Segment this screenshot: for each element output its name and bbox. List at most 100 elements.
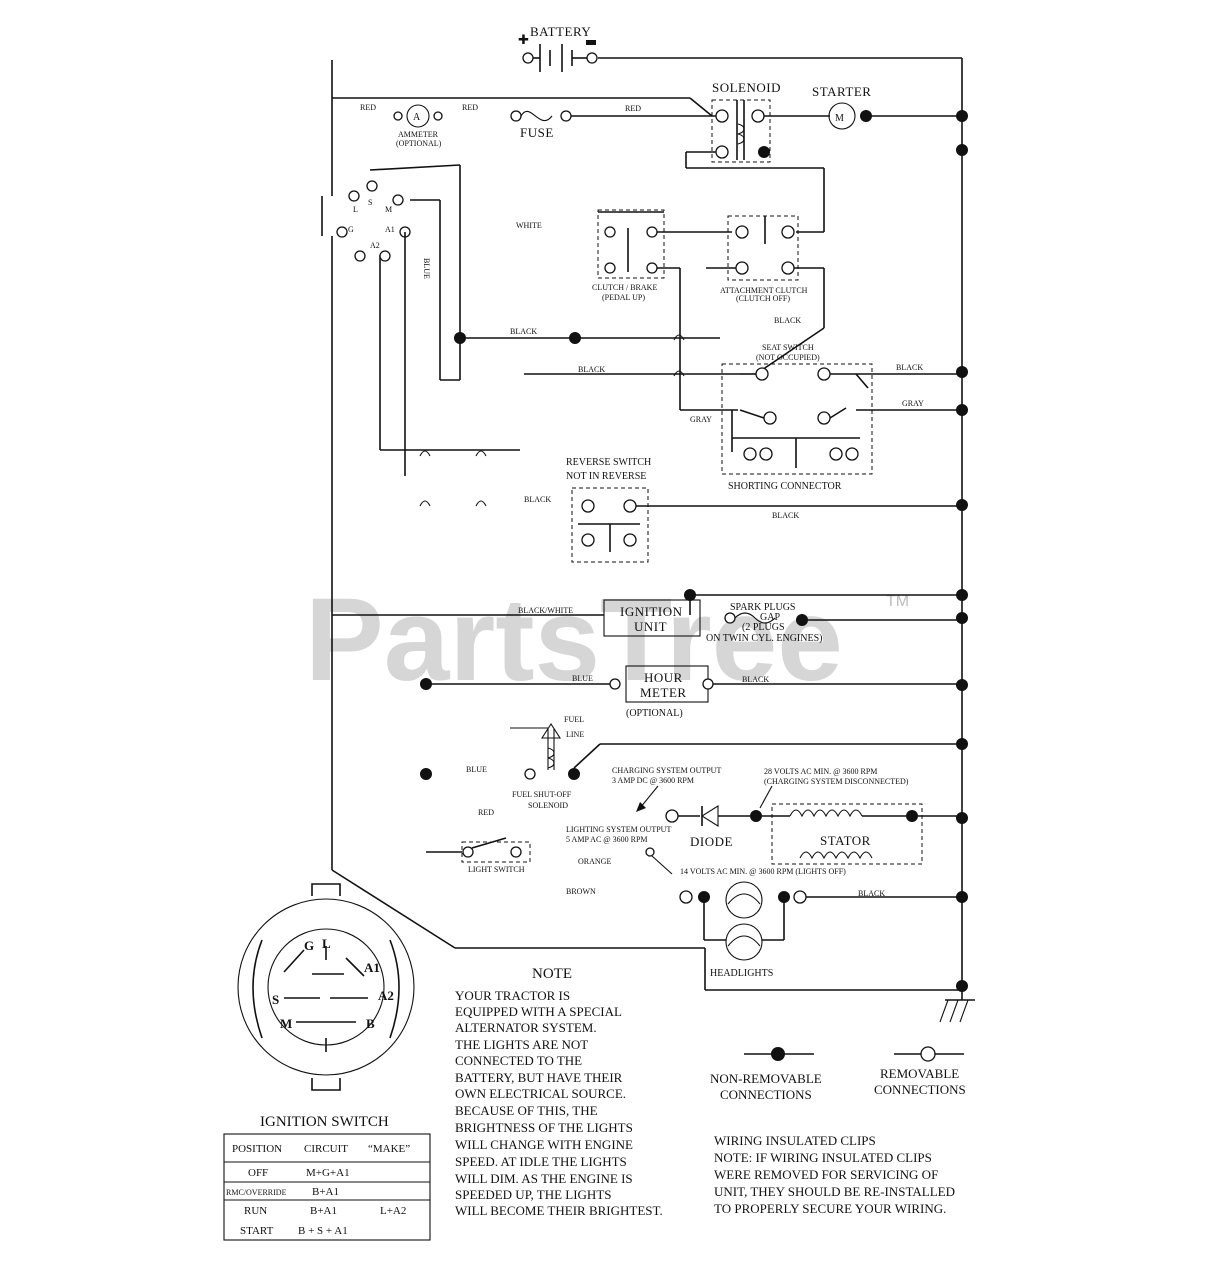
table-row: OFF bbox=[248, 1167, 268, 1179]
table-cell: B + S + A1 bbox=[298, 1225, 348, 1237]
note-line: WILL CHANGE WITH ENGINE bbox=[455, 1137, 633, 1152]
pic-terminal-l: L bbox=[322, 936, 331, 951]
note-line: WILL BECOME THEIR BRIGHTEST. bbox=[455, 1203, 663, 1218]
solenoid-label: SOLENOID bbox=[712, 80, 781, 95]
wire-blue-3: BLUE bbox=[466, 765, 487, 774]
wire-red-3: RED bbox=[625, 104, 641, 113]
wire-brown: BROWN bbox=[566, 887, 596, 896]
pic-terminal-m: M bbox=[280, 1016, 292, 1031]
wire-gray-1: GRAY bbox=[902, 399, 924, 408]
clips-line: TO PROPERLY SECURE YOUR WIRING. bbox=[714, 1201, 946, 1216]
light-switch-label: LIGHT SWITCH bbox=[468, 865, 525, 874]
ammeter-label: AMMETER bbox=[398, 130, 439, 139]
terminal-m: M bbox=[385, 205, 392, 214]
terminal-s: S bbox=[368, 198, 372, 207]
diode-label: DIODE bbox=[690, 834, 733, 849]
wire-black-6: BLACK bbox=[772, 511, 799, 520]
ignition-switch-schematic: S L M G A1 A2 BLUE WHITE bbox=[336, 180, 542, 476]
headlights-label: HEADLIGHTS bbox=[710, 968, 773, 979]
wire-white: WHITE bbox=[516, 221, 542, 230]
charging-system: CHARGING SYSTEM OUTPUT 3 AMP DC @ 3600 R… bbox=[566, 766, 962, 876]
hour-meter-line1: HOUR bbox=[644, 670, 683, 685]
battery: BATTERY ✚ bbox=[518, 24, 598, 72]
terminal-l: L bbox=[353, 205, 358, 214]
ammeter: A AMMETER (OPTIONAL) RED RED bbox=[360, 103, 478, 148]
note-line: YOUR TRACTOR IS bbox=[455, 988, 570, 1003]
note-line: CONNECTED TO THE bbox=[455, 1053, 582, 1068]
clips-line: WIRING INSULATED CLIPS bbox=[714, 1133, 876, 1148]
table-row: START bbox=[240, 1225, 274, 1237]
wire-black-5: BLACK bbox=[524, 495, 551, 504]
pic-terminal-a1: A1 bbox=[364, 960, 380, 975]
wire-black-2: BLACK bbox=[510, 327, 537, 336]
fuse-label: FUSE bbox=[520, 125, 554, 140]
solenoid: SOLENOID bbox=[685, 80, 830, 233]
stator-label: STATOR bbox=[820, 833, 871, 848]
reverse-switch-state: NOT IN REVERSE bbox=[566, 471, 646, 482]
clips-line: WERE REMOVED FOR SERVICING OF bbox=[714, 1167, 938, 1182]
ammeter-optional: (OPTIONAL) bbox=[396, 139, 442, 148]
clips-line: NOTE: IF WIRING INSULATED CLIPS bbox=[714, 1150, 932, 1165]
starter-label: STARTER bbox=[812, 84, 871, 99]
lighting-output-line1: LIGHTING SYSTEM OUTPUT bbox=[566, 825, 671, 834]
wire-blue-1: BLUE bbox=[422, 258, 431, 279]
legend: NON-REMOVABLE CONNECTIONS REMOVABLE CONN… bbox=[710, 1046, 966, 1102]
note-line: WILL DIM. AS THE ENGINE IS bbox=[455, 1171, 633, 1186]
seat-switch-label: SEAT SWITCH bbox=[762, 343, 814, 352]
clutch-brake-label: CLUTCH / BRAKE bbox=[592, 283, 657, 292]
starter-motor-symbol: M bbox=[835, 113, 844, 124]
hour-meter-line2: METER bbox=[640, 685, 687, 700]
ac-rating-line1: 28 VOLTS AC MIN. @ 3600 RPM bbox=[764, 767, 877, 776]
table-row: RUN bbox=[244, 1205, 267, 1217]
wire-black-8: BLACK bbox=[858, 889, 885, 898]
wire-breaks bbox=[419, 334, 685, 507]
note-line: SPEED. AT IDLE THE LIGHTS bbox=[455, 1154, 627, 1169]
watermark-tm: TM bbox=[886, 593, 909, 610]
hour-meter: HOUR METER (OPTIONAL) BLUE BLACK bbox=[420, 665, 962, 719]
seat-switch: SEAT SWITCH (NOT OCCUPIED) BLACK GRAY GR… bbox=[690, 343, 962, 475]
light-switch: LIGHT SWITCH ORANGE BROWN BLACK bbox=[426, 837, 885, 898]
main-harness bbox=[321, 60, 962, 991]
fuel-solenoid-line2: SOLENOID bbox=[528, 801, 568, 810]
ignition-unit: IGNITION UNIT BLACK/WHITE SPARK PLUGS GA… bbox=[332, 589, 962, 644]
clips-note: WIRING INSULATED CLIPS NOTE: IF WIRING I… bbox=[714, 1133, 955, 1216]
black-wire-junction: BLACK BLACK bbox=[454, 327, 605, 374]
wire-red-2: RED bbox=[462, 103, 478, 112]
note-line: BECAUSE OF THIS, THE bbox=[455, 1103, 598, 1118]
table-cell: B+A1 bbox=[312, 1186, 339, 1198]
pic-terminal-s: S bbox=[272, 992, 279, 1007]
spark-plugs-line1: SPARK PLUGS bbox=[730, 602, 796, 613]
wire-orange: ORANGE bbox=[578, 857, 611, 866]
spark-plugs-line3: (2 PLUGS bbox=[742, 622, 785, 633]
fuel-line-1: FUEL bbox=[564, 715, 584, 724]
shorting-connector: SHORTING CONNECTOR bbox=[728, 437, 860, 492]
wire-black-1: BLACK bbox=[774, 316, 801, 325]
note-block: NOTE YOUR TRACTOR IS EQUIPPED WITH A SPE… bbox=[455, 966, 663, 1218]
shorting-connector-label: SHORTING CONNECTOR bbox=[728, 481, 842, 492]
spark-plugs-line4: ON TWIN CYL. ENGINES) bbox=[706, 633, 822, 644]
pic-terminal-a2: A2 bbox=[378, 988, 394, 1003]
table-header-make: “MAKE” bbox=[368, 1143, 410, 1155]
terminal-a2: A2 bbox=[370, 241, 380, 250]
reverse-switch-label: REVERSE SWITCH bbox=[566, 457, 651, 468]
wire-red-1: RED bbox=[360, 103, 376, 112]
wire-black-4: BLACK bbox=[896, 363, 923, 372]
wire-gray-2: GRAY bbox=[690, 415, 712, 424]
starter: STARTER M bbox=[812, 84, 962, 130]
table-header-circuit: CIRCUIT bbox=[304, 1143, 348, 1155]
attachment-clutch-switch: ATTACHMENT CLUTCH (CLUTCH OFF) BLACK bbox=[706, 215, 825, 375]
wire-black-7: BLACK bbox=[742, 675, 769, 684]
pic-terminal-g: G bbox=[304, 938, 314, 953]
legend-removable-2: CONNECTIONS bbox=[874, 1082, 966, 1097]
lighting-output-line2: 5 AMP AC @ 3600 RPM bbox=[566, 835, 648, 844]
battery-plus-icon: ✚ bbox=[518, 32, 529, 47]
note-line: BATTERY, BUT HAVE THEIR bbox=[455, 1070, 623, 1085]
pic-terminal-b: B bbox=[366, 1016, 375, 1031]
fuse: FUSE RED bbox=[510, 104, 716, 140]
hour-meter-optional: (OPTIONAL) bbox=[626, 708, 683, 719]
spark-plugs-line2: GAP bbox=[760, 612, 780, 623]
ignition-table: POSITION CIRCUIT “MAKE” OFF M+G+A1 RMC/O… bbox=[223, 1133, 431, 1241]
ignition-unit-line1: IGNITION bbox=[620, 604, 683, 619]
